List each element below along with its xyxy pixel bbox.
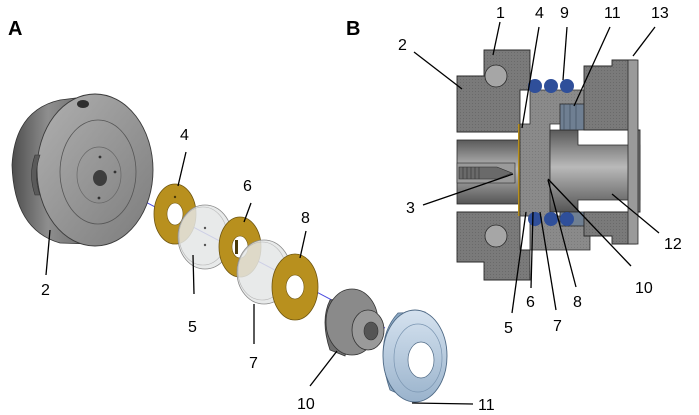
label-b-5: 5 [504, 320, 513, 337]
label-b-12: 12 [664, 236, 682, 253]
label-b-10: 10 [635, 280, 653, 297]
label-a-6: 6 [243, 178, 252, 195]
leader-a-8 [299, 230, 307, 259]
end-cap-13 [627, 59, 639, 245]
o-rings-9 [528, 79, 574, 226]
label-b-13: 13 [651, 5, 669, 22]
housing-cell-body [11, 93, 154, 247]
central-bore [456, 139, 522, 205]
capillary-tip-3 [458, 166, 513, 180]
leader-b-2 [413, 51, 463, 90]
label-b-3: 3 [406, 200, 415, 217]
section-nut-11 [559, 103, 585, 227]
label-b-2: 2 [398, 37, 407, 54]
label-a-10: 10 [297, 396, 315, 413]
label-a-2: 2 [41, 282, 50, 299]
leader-b-4 [521, 26, 540, 129]
bolt-hole-top [484, 64, 508, 88]
leader-b-3 [422, 173, 514, 206]
bolt-hole-bottom [484, 224, 508, 248]
leader-a-10 [309, 350, 338, 387]
panel-a: A [8, 18, 495, 414]
label-b-8: 8 [573, 294, 582, 311]
leader-b-6 [530, 211, 534, 289]
gold-washer-8 [271, 253, 319, 321]
right-flange-12 [583, 59, 641, 245]
leader-a-5 [192, 254, 195, 295]
label-b-1: 1 [496, 5, 505, 22]
leader-b-13 [632, 26, 656, 57]
leader-a-11 [411, 402, 474, 405]
leader-b-7 [539, 211, 557, 311]
panel-b: B [346, 5, 682, 337]
leader-b-10 [547, 178, 632, 267]
section-plug-10 [549, 129, 641, 213]
label-a-11: 11 [478, 397, 495, 414]
label-a-8: 8 [301, 210, 310, 227]
label-b-9: 9 [560, 5, 569, 22]
leader-b-8 [547, 179, 577, 288]
label-a-4: 4 [180, 127, 189, 144]
leader-b-9 [562, 26, 568, 81]
panel-b-letter: B [346, 18, 360, 40]
leader-a-2 [45, 229, 51, 276]
label-a-7: 7 [249, 355, 258, 372]
housing-section [456, 49, 531, 281]
label-b-6: 6 [526, 294, 535, 311]
flanged-plug-10 [324, 288, 385, 357]
leader-b-1 [492, 21, 501, 56]
label-b-11: 11 [604, 5, 621, 22]
leader-b-5 [511, 211, 527, 314]
leader-b-11 [573, 26, 611, 107]
leader-a-4 [177, 151, 187, 187]
leader-a-6 [243, 202, 252, 223]
label-b-7: 7 [553, 318, 562, 335]
panel-a-letter: A [8, 18, 22, 40]
leader-b-12 [611, 193, 660, 234]
label-b-4: 4 [535, 5, 544, 22]
threaded-nut-11 [382, 309, 448, 403]
label-a-5: 5 [188, 319, 197, 336]
